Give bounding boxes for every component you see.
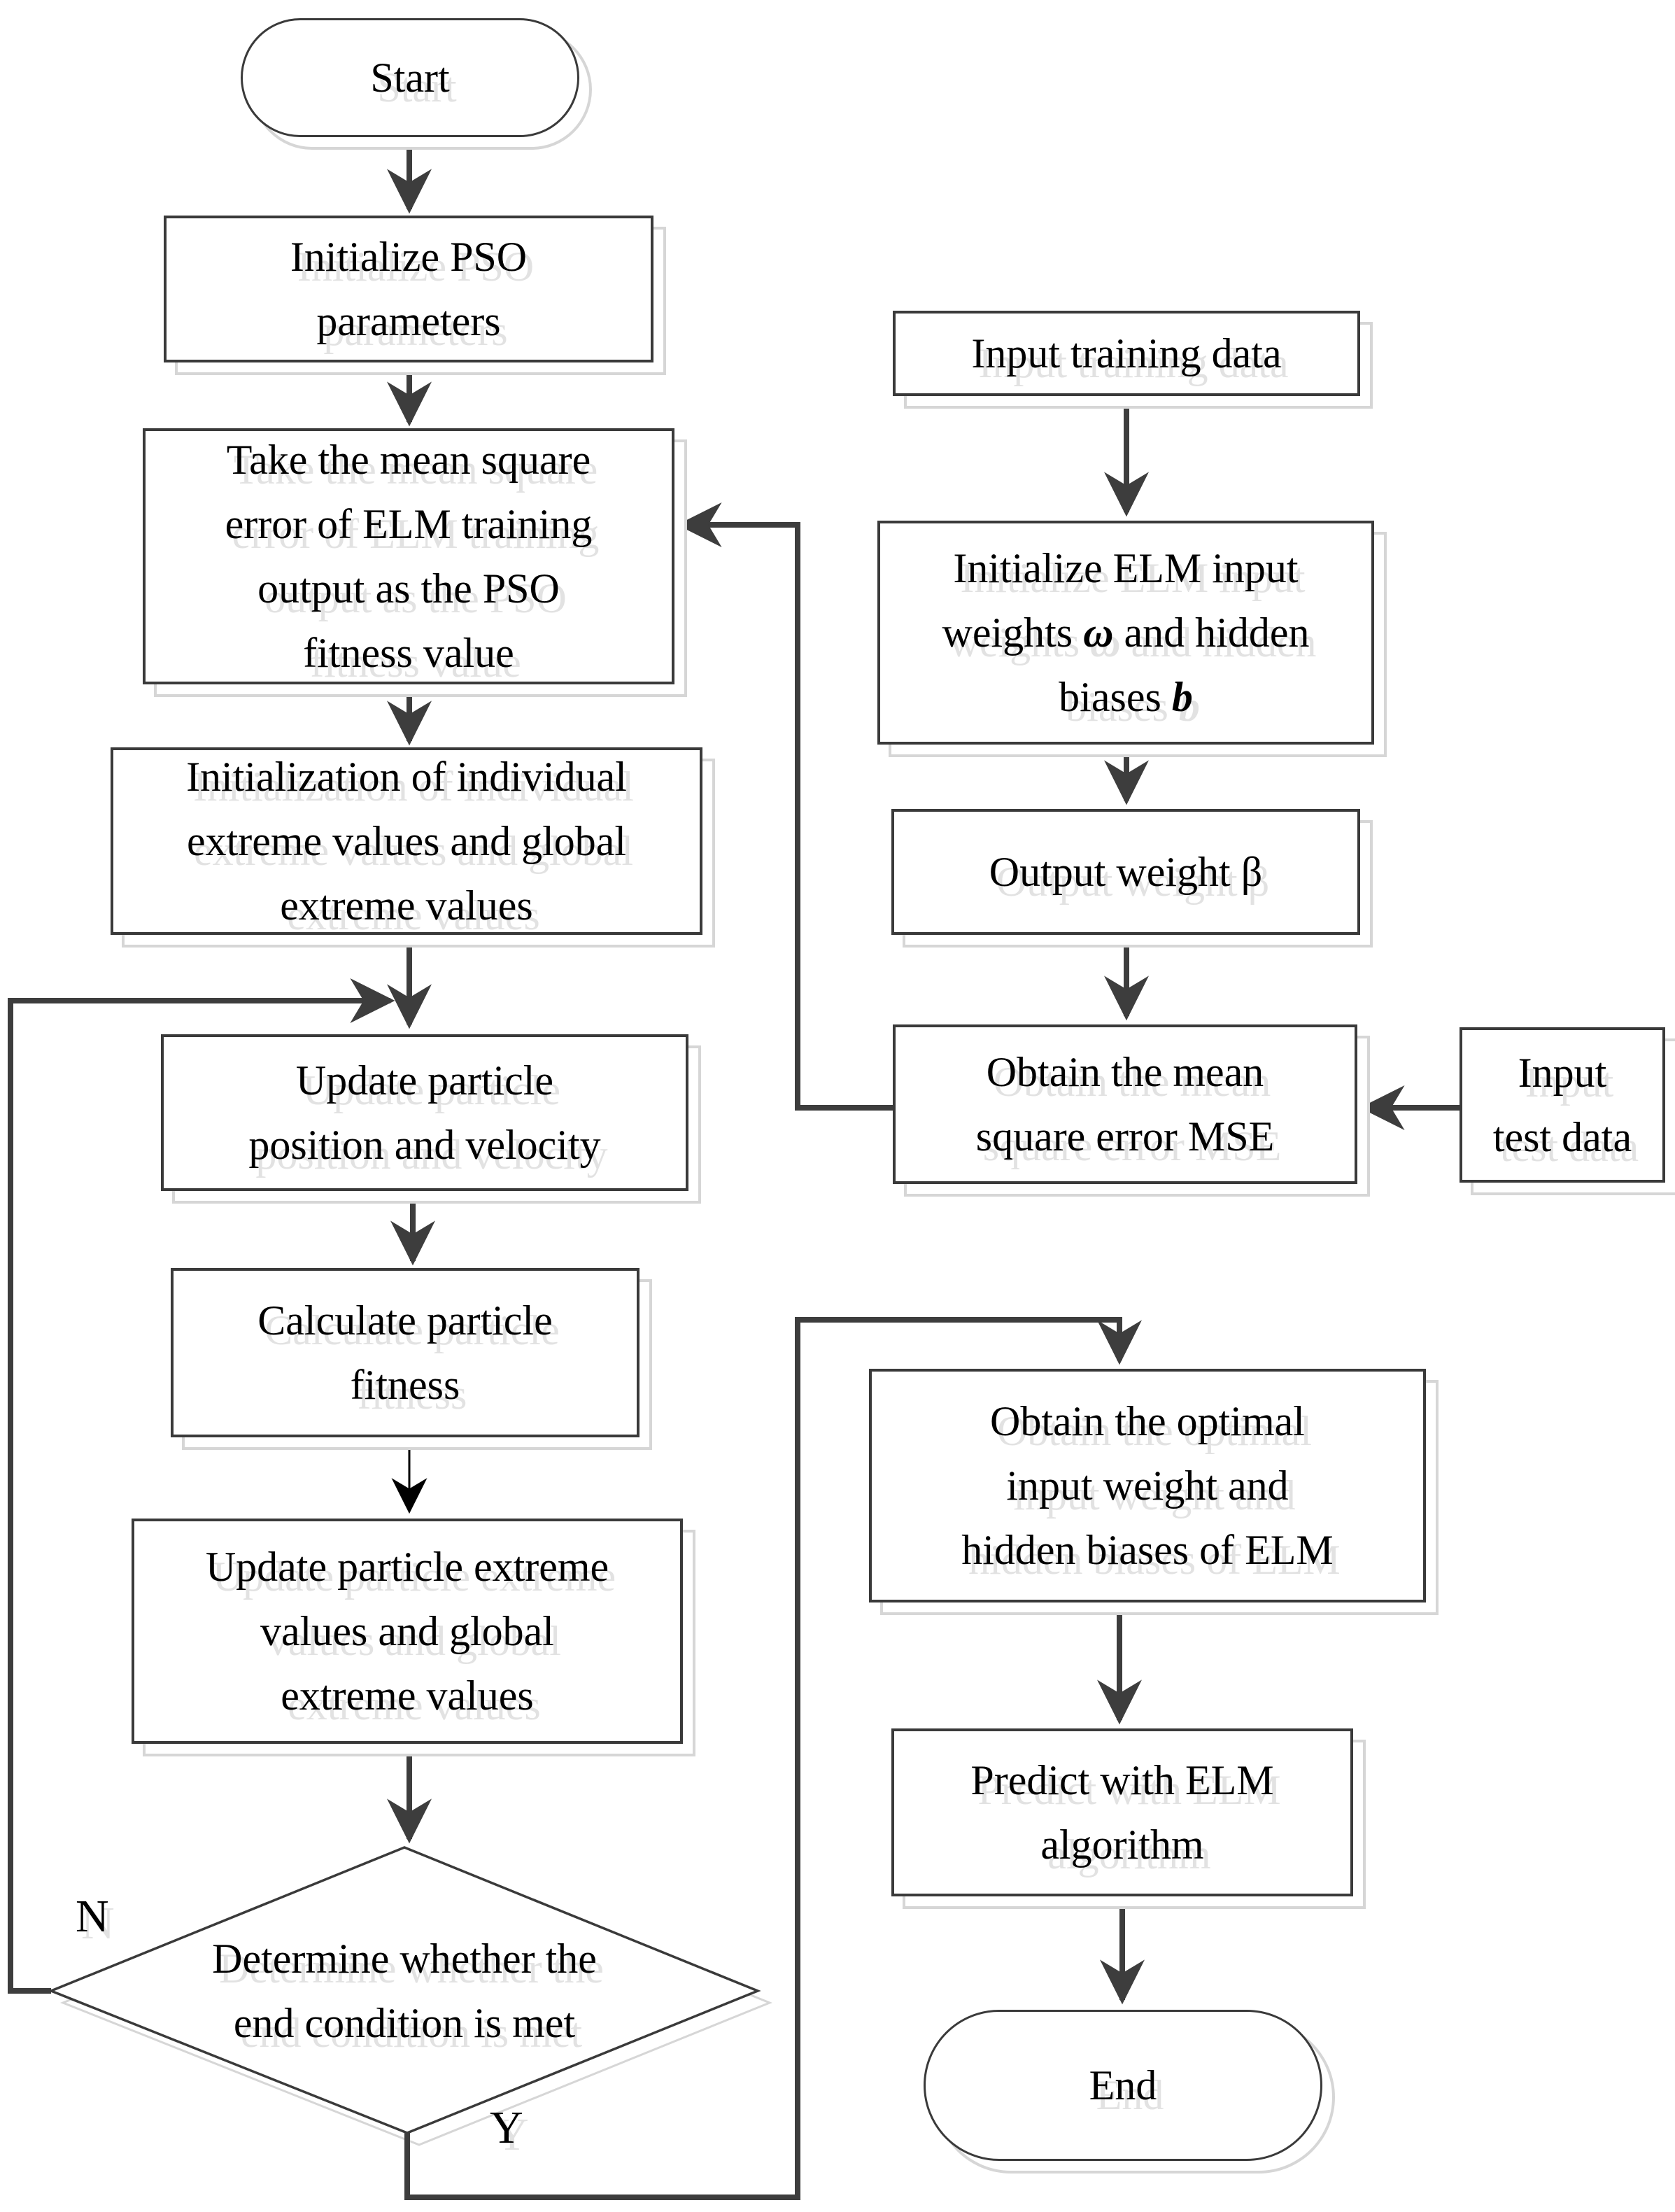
process-predict-elm: Predict with ELM algorithm bbox=[891, 1728, 1353, 1896]
process-obtain-mse: Obtain the mean square error MSE bbox=[893, 1024, 1357, 1184]
process-init-individual-extremes: Initialization of individual extreme val… bbox=[111, 747, 702, 935]
decision-label: Determine whether the end condition is m… bbox=[212, 1936, 597, 2046]
b-symbol: b bbox=[1171, 674, 1193, 720]
process-fitness-value: Take the mean square error of ELM traini… bbox=[143, 428, 674, 684]
process-init-pso: Initialize PSO parameters bbox=[164, 216, 653, 362]
process-init-elm: Initialize ELM input weights ω and hidde… bbox=[877, 521, 1374, 745]
branch-label-yes: Y bbox=[490, 2102, 523, 2153]
edge-loop-no-return bbox=[8, 978, 395, 1994]
process-output-weight: Output weight β bbox=[891, 809, 1360, 935]
start-terminator: Start bbox=[241, 18, 579, 137]
io-input-test-data: Input test data bbox=[1460, 1027, 1665, 1183]
process-update-particle: Update particle position and velocity bbox=[161, 1034, 688, 1191]
omega-symbol: ω bbox=[1083, 610, 1114, 656]
io-input-training-data: Input training data bbox=[893, 311, 1360, 396]
end-label: End bbox=[1089, 2062, 1157, 2108]
end-terminator: End bbox=[924, 2010, 1322, 2161]
process-calc-fitness: Calculate particle fitness bbox=[171, 1268, 639, 1437]
edge-obtainmse-to-fitness bbox=[677, 502, 893, 1111]
branch-label-no: N bbox=[76, 1891, 109, 1942]
start-label: Start bbox=[370, 55, 450, 101]
process-update-extremes: Update particle extreme values and globa… bbox=[132, 1519, 683, 1744]
process-obtain-optimal: Obtain the optimal input weight and hidd… bbox=[869, 1369, 1426, 1602]
edge-decision-yes-to-obtainoptimal bbox=[404, 1317, 1142, 2200]
